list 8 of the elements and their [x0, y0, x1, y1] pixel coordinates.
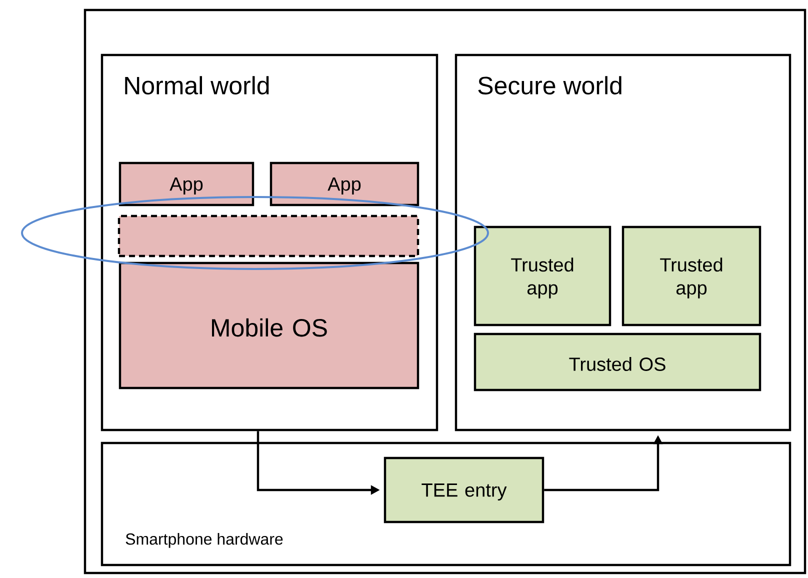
component-box: Trusted app [622, 226, 762, 326]
os-box: Mobile OS [118, 262, 420, 390]
component-box: App [270, 162, 420, 206]
component-box: App [118, 162, 254, 206]
component-box: TEE entry [384, 456, 544, 524]
component-box: Trusted app [474, 226, 612, 326]
dashed-box [118, 214, 420, 258]
component-box: Trusted OS [474, 332, 762, 392]
